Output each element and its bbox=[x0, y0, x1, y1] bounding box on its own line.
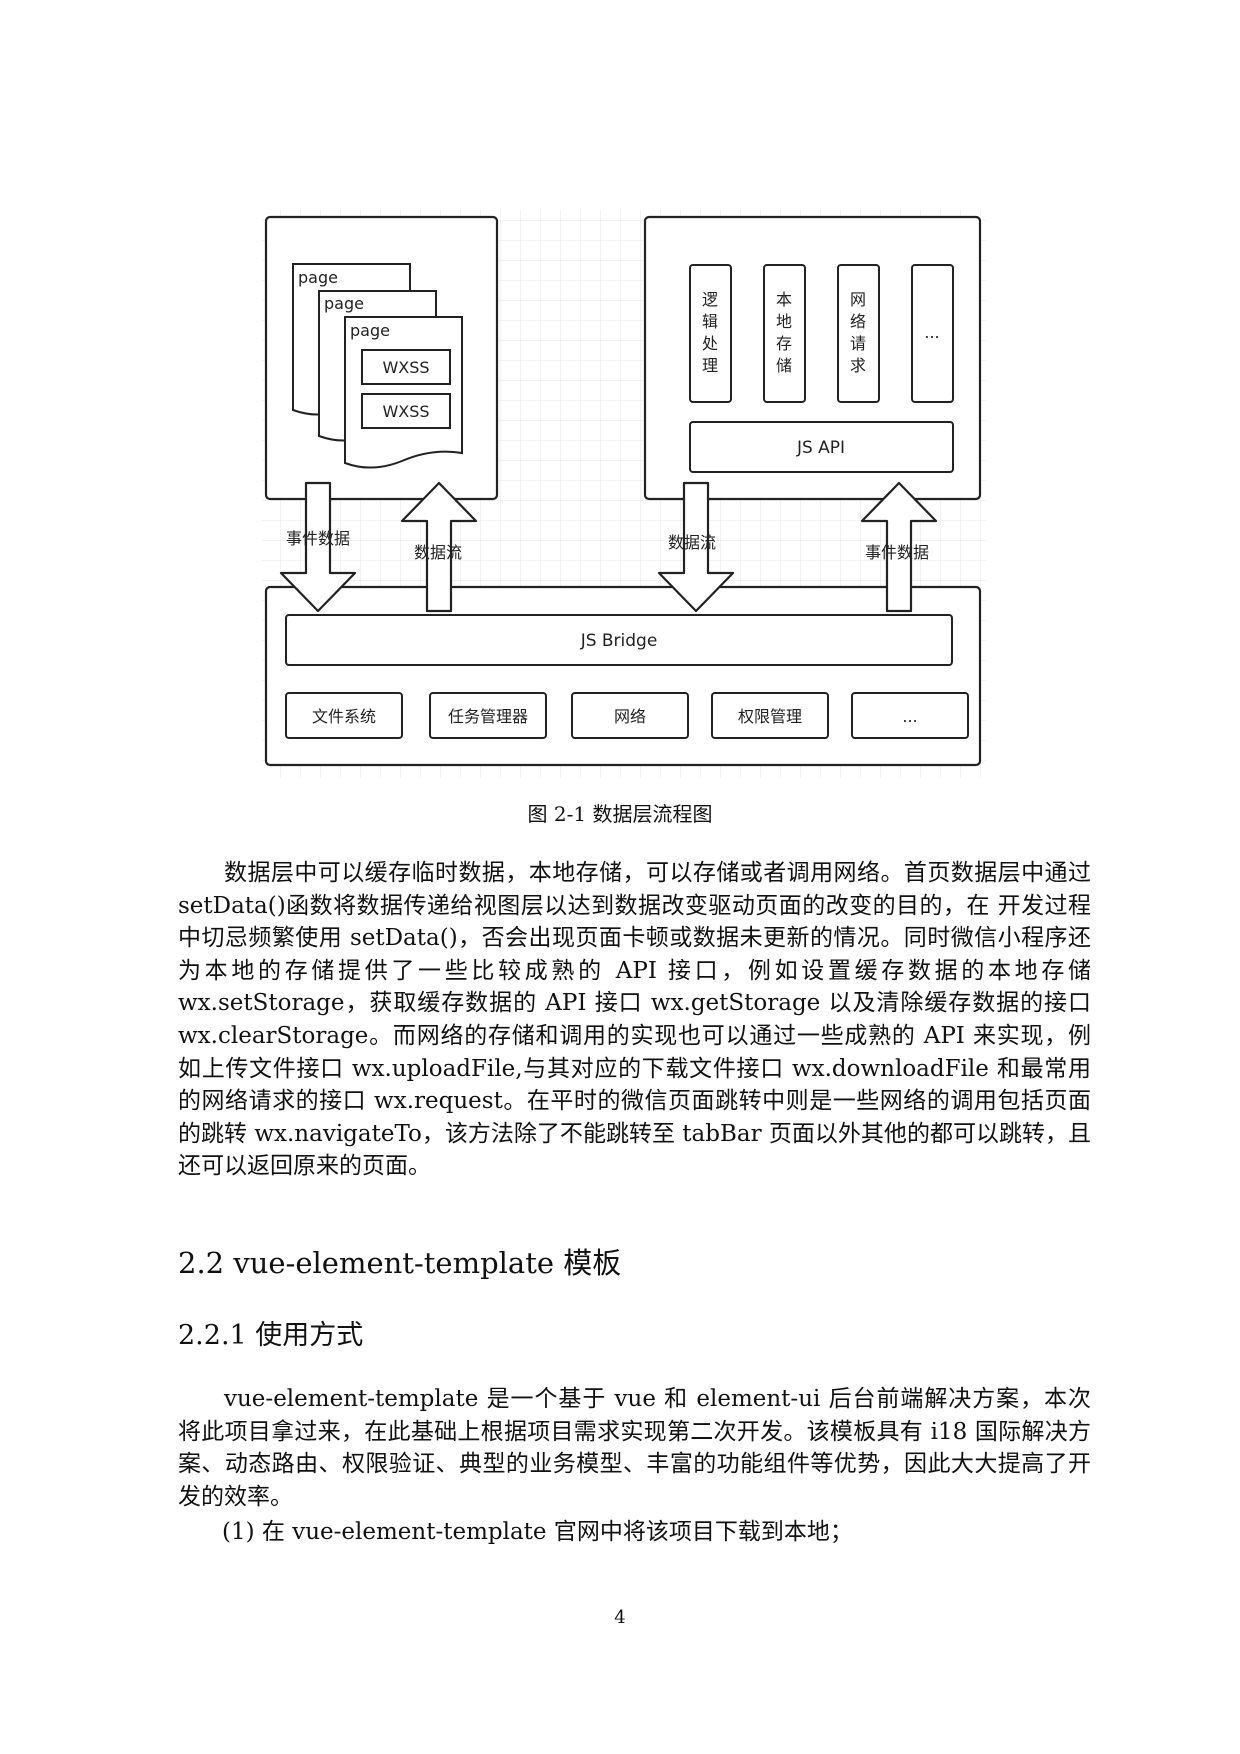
wxss-box-1 bbox=[361, 349, 451, 385]
figure-caption: 图 2-1 数据层流程图 bbox=[527, 802, 713, 826]
native-module-label-4: 权限管理 bbox=[738, 707, 802, 726]
service-box-3 bbox=[837, 264, 880, 403]
page-label-2: page bbox=[324, 294, 364, 313]
paragraph-template-intro: vue-element-template 是一个基于 vue 和 element… bbox=[178, 1386, 1091, 1510]
arrow-label-right-down: 数据流 bbox=[668, 533, 716, 552]
step-list-item-1: (1) 在 vue-element-template 官网中将该项目下载到本地； bbox=[222, 1519, 853, 1545]
wxss-box-2 bbox=[361, 393, 451, 429]
section-heading: 2.2 vue-element-template 模板 bbox=[178, 1246, 622, 1280]
native-module-box-1 bbox=[285, 692, 403, 739]
data-layer-flow-diagram: page page page WXSS WXSS 逻辑处理 本地存储 网络请求 … bbox=[262, 210, 987, 778]
native-module-box-3 bbox=[571, 692, 689, 739]
native-module-label-2: 任务管理器 bbox=[448, 707, 528, 726]
native-module-box-4 bbox=[711, 692, 829, 739]
arrow-label-left-up: 数据流 bbox=[414, 543, 462, 562]
js-bridge-label: JS Bridge bbox=[580, 631, 658, 651]
native-module-label-1: 文件系统 bbox=[312, 707, 376, 726]
native-module-box-5 bbox=[851, 692, 969, 739]
native-modules: 文件系统 任务管理器 网络 权限管理 ... bbox=[285, 692, 969, 739]
service-box-1 bbox=[689, 264, 732, 403]
service-label-3: 网络请求 bbox=[850, 290, 866, 375]
service-label-2: 本地存储 bbox=[776, 290, 792, 375]
js-api-label: JS API bbox=[796, 438, 845, 458]
page-stack: page page page WXSS WXSS bbox=[292, 263, 463, 469]
service-label-1: 逻辑处理 bbox=[702, 290, 718, 375]
subsection-heading: 2.2.1 使用方式 bbox=[178, 1320, 364, 1351]
native-module-label-5: ... bbox=[902, 707, 917, 726]
page-number: 4 bbox=[614, 1607, 626, 1628]
page-label-1: page bbox=[298, 268, 338, 287]
page-label-3: page bbox=[350, 321, 390, 340]
native-module-label-3: 网络 bbox=[614, 707, 646, 726]
js-bridge-box bbox=[285, 614, 953, 666]
arrow-up-left-icon bbox=[400, 481, 478, 613]
service-columns: 逻辑处理 本地存储 网络请求 ... bbox=[689, 264, 954, 403]
arrow-down-left-icon bbox=[279, 481, 357, 613]
arrow-up-right-icon bbox=[860, 481, 938, 613]
service-box-4 bbox=[911, 264, 954, 403]
arrow-label-left-down: 事件数据 bbox=[286, 529, 350, 548]
js-api-box bbox=[689, 421, 954, 473]
native-module-box-2 bbox=[429, 692, 547, 739]
arrow-down-right-icon bbox=[657, 481, 735, 613]
wxss-label-1: WXSS bbox=[382, 358, 429, 377]
service-label-4: ... bbox=[924, 323, 939, 342]
service-box-2 bbox=[763, 264, 806, 403]
paragraph-data-layer: 数据层中可以缓存临时数据，本地存储，可以存储或者调用网络。首页数据层中通过 se… bbox=[178, 860, 1091, 1180]
wxss-label-2: WXSS bbox=[382, 402, 429, 421]
arrow-label-right-up: 事件数据 bbox=[865, 543, 929, 562]
